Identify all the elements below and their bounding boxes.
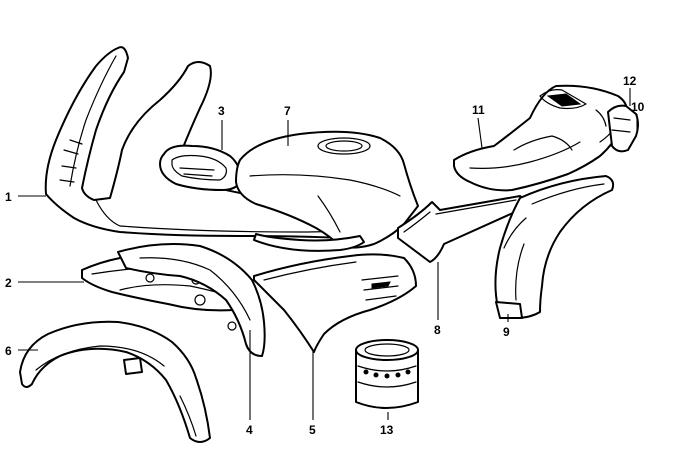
part-13-paint-tin xyxy=(355,339,419,409)
part-5-side-cover xyxy=(253,253,417,353)
part-7-fuel-tank xyxy=(235,130,419,252)
part-6-front-fender xyxy=(19,320,211,443)
callout-13: 13 xyxy=(380,423,394,437)
part-11-seat xyxy=(453,84,628,192)
part-3-insert xyxy=(159,144,242,191)
callout-10: 10 xyxy=(631,100,645,114)
callout-8: 8 xyxy=(434,323,441,337)
part-4-fairing-frame xyxy=(117,243,266,357)
part-10-12-brackets xyxy=(607,104,639,153)
callout-labels: 1 2 3 4 5 6 7 8 9 10 11 12 13 xyxy=(5,74,645,437)
callout-6: 6 xyxy=(5,344,12,358)
callout-4: 4 xyxy=(246,423,253,437)
leader-11 xyxy=(477,117,483,149)
callout-12: 12 xyxy=(623,74,637,88)
callout-9: 9 xyxy=(503,325,510,339)
callout-5: 5 xyxy=(309,423,316,437)
callout-1: 1 xyxy=(5,190,12,204)
callout-7: 7 xyxy=(284,104,291,118)
callout-2: 2 xyxy=(5,276,12,290)
callout-11: 11 xyxy=(472,103,485,117)
callout-3: 3 xyxy=(218,104,225,118)
part-9-rear-fender xyxy=(494,175,615,319)
leader-lines xyxy=(18,88,638,420)
